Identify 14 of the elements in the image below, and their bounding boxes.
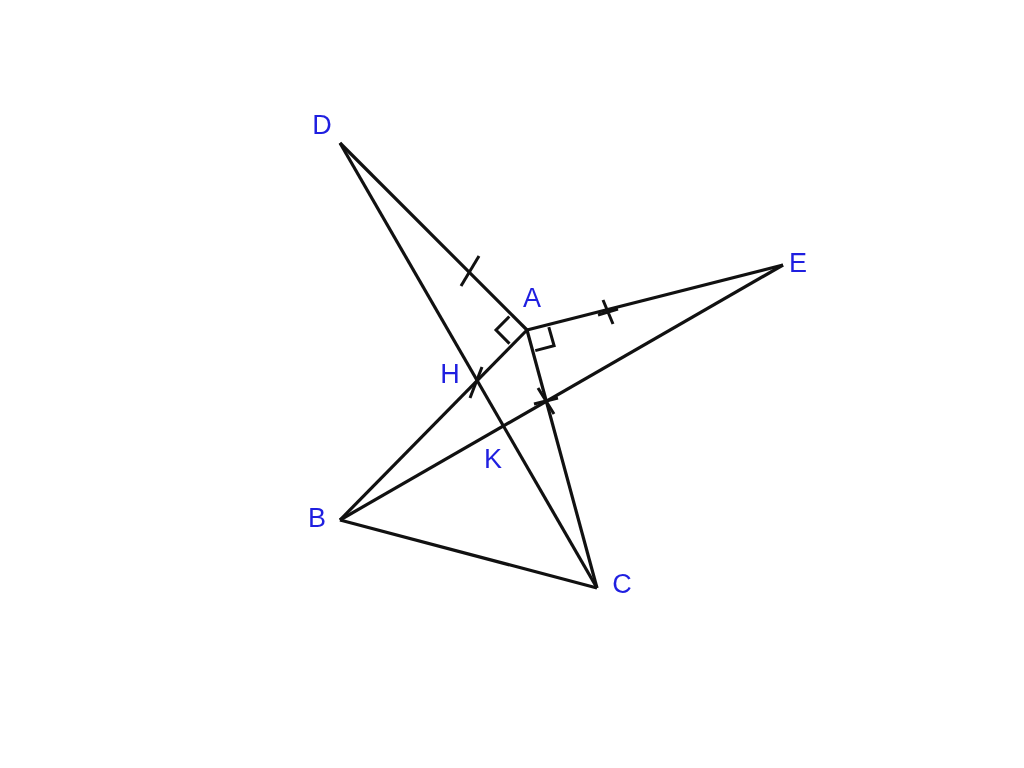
line-segment xyxy=(526,263,784,332)
point-label: B xyxy=(308,504,326,532)
line-segment xyxy=(525,329,599,589)
line-segment xyxy=(338,142,599,589)
point-label: A xyxy=(523,284,541,312)
line-segment xyxy=(338,141,529,332)
line-segment xyxy=(338,328,529,522)
line-segment xyxy=(339,518,598,590)
point-label: H xyxy=(440,360,460,388)
point-label: K xyxy=(484,445,502,473)
point-label: C xyxy=(612,570,632,598)
line-segment xyxy=(339,263,784,522)
point-label: E xyxy=(789,249,807,277)
point-label: D xyxy=(312,111,332,139)
